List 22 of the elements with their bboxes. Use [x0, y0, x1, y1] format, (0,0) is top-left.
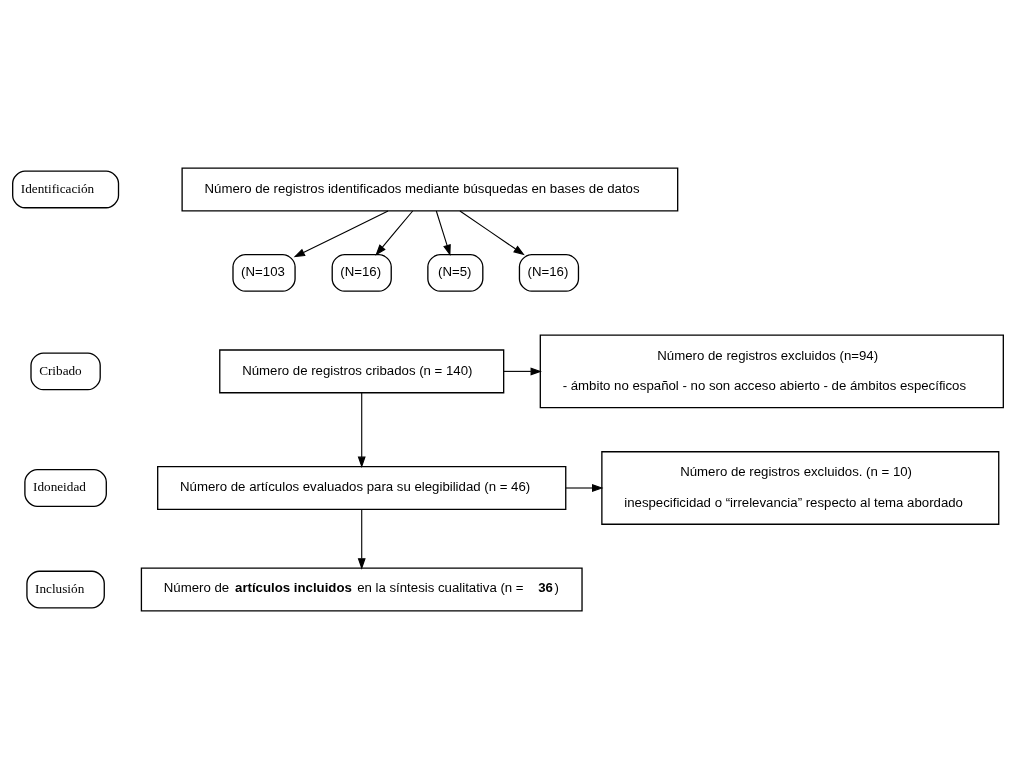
arrow	[375, 209, 414, 256]
node-box: (N=5)	[427, 253, 484, 292]
node-box: Número de registros identificados mediante búsquedas en bases de datos	[181, 166, 679, 211]
arrow	[459, 209, 525, 255]
arrow	[293, 209, 389, 257]
node-box: Número de registros excluidos (n=94) - ámbito no español - no son acceso abierto - de ámbitos específicos	[539, 334, 1004, 408]
node-box: Número de artículos incluidos en la síntesis cualitativa (n = 36)	[140, 567, 583, 612]
arrow	[503, 366, 542, 375]
arrow	[565, 483, 604, 492]
node-box: Idoneidad	[24, 468, 107, 507]
node-box: (N=103	[232, 253, 296, 292]
node-box: (N=16)	[518, 253, 580, 292]
arrow	[357, 391, 366, 468]
node-box: Identificación	[12, 169, 120, 208]
node-box: Número de registros cribados (n = 140)	[219, 348, 505, 393]
arrow	[435, 209, 451, 256]
node-box: Número de registros excluidos. (n = 10) inespecificidad o “irrelevancia” respecto al tema abordado	[601, 450, 1000, 525]
node-box: Inclusión	[26, 570, 105, 609]
node-box: Cribado	[30, 351, 101, 390]
node-box: Número de artículos evaluados para su elegibilidad (n = 46)	[157, 465, 567, 510]
node-box: (N=16)	[331, 253, 392, 292]
arrow	[357, 508, 366, 570]
